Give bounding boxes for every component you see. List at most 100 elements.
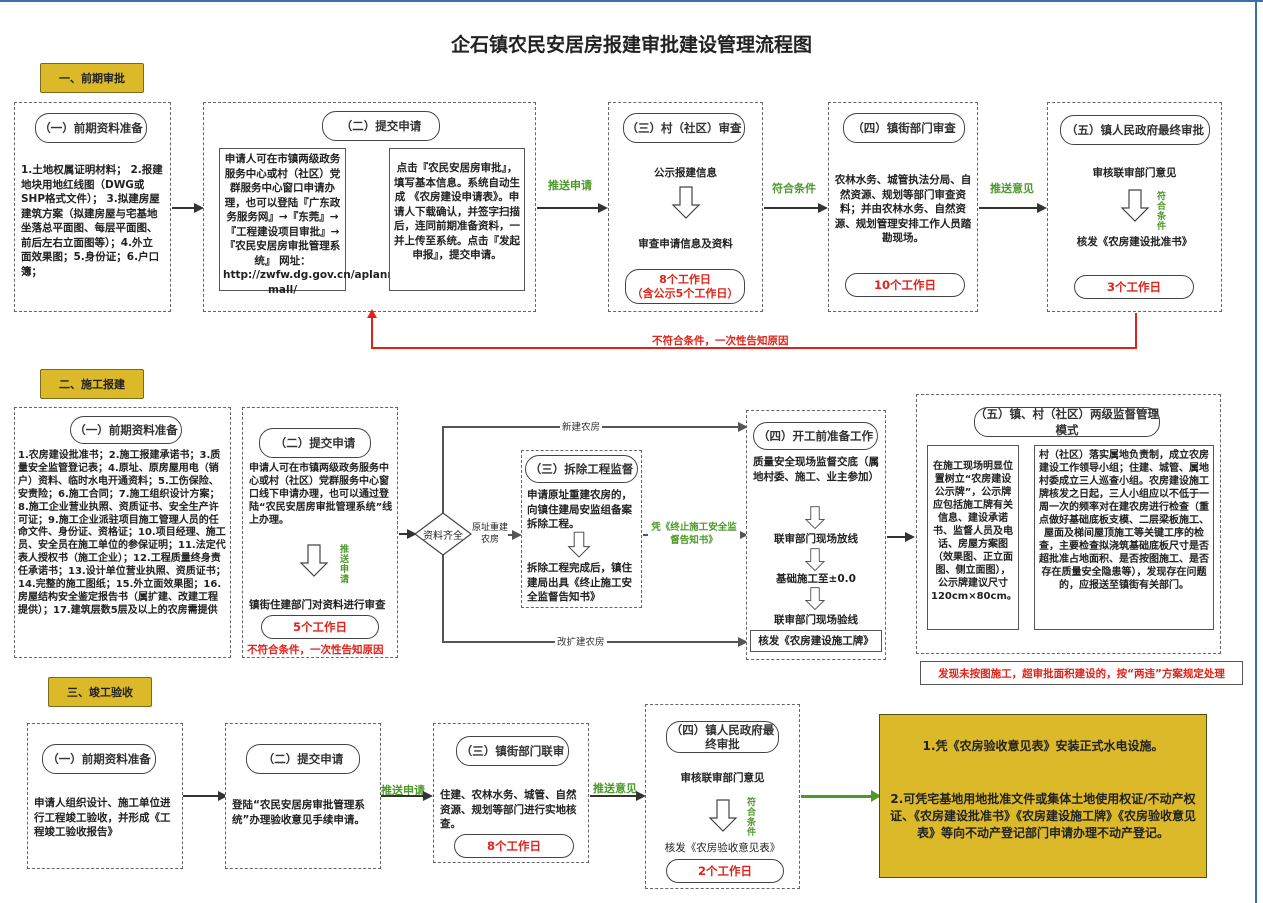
s3-step1-title: （一）前期资料准备 — [42, 744, 156, 774]
s1-step1-body: 1.土地权属证明材料； 2.报建地块用地红线图（DWG或SHP格式文件）； 3.… — [21, 164, 163, 278]
down-arrow-icon — [804, 506, 826, 530]
s2-step3-line1: 申请原址重建农房的，向镇住建局安监组备案拆除工程。 — [527, 489, 632, 530]
s1-label-meets-conditions: 符合条件 — [772, 182, 816, 195]
s2-step1-title: （一）前期资料准备 — [70, 416, 182, 444]
s1-arrow-2-3 — [537, 207, 600, 209]
s2-step2-arrow-text: 推送申请 — [338, 544, 348, 584]
s2-step2-days: 5个工作日 — [261, 615, 379, 639]
s3-step4-days: 2个工作日 — [666, 859, 784, 883]
s2-warning: 发现未按图施工，超审批面积建设的，按“两违”方案规定处理 — [920, 661, 1243, 685]
s1-step4-title: （四）镇街部门审查 — [843, 113, 965, 143]
s2-step5-box: （五）镇、村（社区）两级监督管理模式 在施工现场明显位置树立“农房建设公示牌”，… — [916, 394, 1221, 654]
s2-step5-left-box: 在施工现场明显位置树立“农房建设公示牌”，公示牌应包括施工牌有关信息、建设承诺书… — [927, 445, 1019, 630]
decision-label: 资料齐全 — [423, 531, 463, 542]
s2-step4-item-3: 基础施工至±0.0 — [776, 573, 856, 585]
s3-step4-title: （四）镇人民政府最终审批 — [666, 721, 779, 753]
s1-step5-days: 3个工作日 — [1074, 275, 1194, 299]
arrowhead-icon — [194, 203, 204, 213]
s1-step5-condition: 符合条件 — [1155, 191, 1165, 231]
frame-border-right — [1255, 0, 1257, 903]
s2-arrow-4-5 — [887, 536, 907, 538]
s2-step4-box: （四）开工前准备工作 质量安全现场监督交底（属地村委、施工、业主参加） 联审部门… — [746, 410, 886, 660]
s1-step2-right-box: 点击『农民安居房审批』，填写基本信息。系统自动生成 《农房建设申请表》。申请人下… — [389, 148, 525, 291]
s3-step4-line2: 核发《农房验收意见表》 — [664, 842, 781, 854]
s2-arrow-2-decision — [399, 533, 409, 535]
s3-arrow-3-4 — [590, 795, 638, 797]
arrowhead-icon — [512, 530, 522, 540]
s1-step3-box: （三）村（社区）审查 公示报建信息 审查申请信息及资料 8个工作日 （含公示5个… — [608, 102, 763, 312]
arrowhead-icon — [407, 529, 417, 539]
s1-step5-line2: 核发《农房建设批准书》 — [1076, 236, 1193, 248]
s1-step5-line1: 审核联审部门意见 — [1092, 167, 1177, 179]
arrowhead-icon — [818, 203, 828, 213]
s1-step3-title: （三）村（社区）审查 — [623, 113, 745, 143]
s2-step1-box: （一）前期资料准备 1.农房建设批准书；2.施工报建承诺书；3.质量安全监管登记… — [14, 407, 231, 658]
arrowhead-icon — [738, 637, 748, 647]
s1-step4-box: （四）镇街部门审查 农林水务、城管执法分局、自然资源、规划等部门审查资料；并由农… — [828, 102, 978, 312]
s3-final-item-2: 2.可凭宅基地用地批准文件或集体土地使用权证/不动产权证、《农房建设批准书》《农… — [889, 792, 1196, 840]
down-arrow-icon — [804, 548, 826, 572]
s1-arrow-1-2 — [172, 207, 196, 209]
s2-step4-title: （四）开工前准备工作 — [753, 422, 878, 450]
s1-step3-days-pill: 8个工作日 （含公示5个工作日） — [625, 269, 745, 304]
s2-step4-item-1: 质量安全现场监督交底（属地村委、施工、业主参加） — [753, 456, 879, 483]
s3-step1-body: 申请人组织设计、施工单位进行工程竣工验收，并形成《工程竣工验收报告》 — [34, 797, 171, 838]
s3-final-box: 1.凭《农房验收意见表》安装正式水电设施。 2.可凭宅基地用地批准文件或集体土地… — [879, 714, 1207, 878]
arrowhead-icon — [871, 790, 881, 802]
s2-step2-body: 申请人可在市镇两级政务服务中心或村（社区）党群服务中心窗口线下申请办理，也可以通… — [249, 463, 393, 526]
arrowhead-icon — [423, 791, 433, 801]
s1-step3-days: 8个工作日 — [659, 272, 711, 286]
s3-final-item-1: 1.凭《农房验收意见表》安装正式水电设施。 — [922, 739, 1164, 753]
s3-label-push-application: 推送申请 — [381, 784, 425, 797]
s1-step2-left-box: 申请人可在市镇两级政务服务中心或村（社区）党群服务中心窗口申请办理，也可以登陆『… — [219, 148, 412, 296]
down-arrow-icon — [567, 531, 591, 558]
arrowhead-icon — [1037, 203, 1047, 213]
s3-step2-body: 登陆“农民安居房审批管理系统”办理验收意见手续申请。 — [232, 799, 365, 826]
s3-arrow-4-final — [801, 795, 873, 798]
s3-step1-box: （一）前期资料准备 申请人组织设计、施工单位进行工程竣工验收，并形成《工程竣工验… — [27, 723, 183, 869]
s1-step3-line2: 审查申请信息及资料 — [638, 238, 733, 250]
arrowhead-icon — [738, 530, 748, 540]
s2-step3-box: （三）拆除工程监督 申请原址重建农房的，向镇住建局安监组备案拆除工程。 拆除工程… — [521, 450, 642, 608]
s2-step2-title: （二）提交申请 — [259, 428, 371, 458]
section-label-construction: 二、施工报建 — [40, 369, 144, 399]
s1-feedback-line-left — [371, 316, 373, 348]
s2-step5-right-box: 村（社区）落实属地负责制，成立农房建设工作领导小组；住建、城管、属地村委成立三人… — [1034, 445, 1214, 630]
s2-step5-title: （五）镇、村（社区）两级监督管理模式 — [974, 407, 1160, 437]
s3-arrow-2-3 — [381, 795, 425, 797]
s1-step4-body: 农林水务、城管执法分局、自然资源、规划等部门审查资料；并由农林水务、自然资源、规… — [834, 174, 972, 244]
s2-step2-box: （二）提交申请 申请人可在市镇两级政务服务中心或村（社区）党群服务中心窗口线下申… — [242, 407, 398, 658]
s3-step2-title: （二）提交申请 — [246, 744, 360, 774]
s3-step3-title: （三）镇街部门联审 — [456, 736, 569, 766]
section-label-preapproval: 一、前期审批 — [40, 63, 144, 93]
s1-arrow-4-5 — [979, 207, 1039, 209]
s3-step4-line1: 审核联审部门意见 — [680, 772, 765, 784]
s1-feedback-line-bottom — [371, 347, 1137, 349]
s3-step3-body: 住建、农林水务、城管、自然资源、规划等部门进行实地核查。 — [440, 789, 577, 830]
s3-step4-condition: 符合条件 — [745, 797, 755, 837]
s2-step4-issue: 核发《农房建设施工牌》 — [750, 630, 882, 652]
s1-label-push-application: 推送申请 — [548, 179, 592, 192]
s1-step3-days-note: （含公示5个工作日） — [631, 286, 739, 300]
s1-arrow-3-4 — [764, 207, 820, 209]
s3-step4-box: （四）镇人民政府最终审批 审核联审部门意见 符合条件 核发《农房验收意见表》 2… — [645, 704, 800, 889]
s1-step5-box: （五）镇人民政府最终审批 审核联审部门意见 符合条件 核发《农房建设批准书》 3… — [1047, 102, 1222, 312]
down-arrow-icon — [299, 544, 329, 577]
branch-rebuild-label: 原址重建农房 — [472, 522, 509, 546]
frame-border-top — [0, 0, 1263, 2]
s3-label-push-opinion: 推送意见 — [593, 782, 637, 795]
page-title: 企石镇农民安居房报建审批建设管理流程图 — [450, 34, 812, 56]
down-arrow-icon — [1120, 189, 1150, 222]
s2-label-certificate: 凭《终止施工安全监督告知书》 — [648, 521, 740, 547]
s2-step3-line2: 拆除工程完成后，镇住建局出具《终止施工安全监督告知书》 — [527, 562, 632, 603]
s1-step5-title: （五）镇人民政府最终审批 — [1060, 115, 1210, 145]
down-arrow-icon — [804, 587, 826, 611]
s3-step3-days: 8个工作日 — [454, 834, 574, 858]
s1-label-push-opinion: 推送意见 — [990, 182, 1034, 195]
branch-expand-label: 改扩建农房 — [555, 634, 607, 648]
s2-step3-title: （三）拆除工程监督 — [525, 455, 638, 483]
s1-step1-title: （一）前期资料准备 — [35, 113, 147, 143]
section-label-completion: 三、竣工验收 — [48, 677, 152, 707]
s1-feedback-label: 不符合条件，一次性告知原因 — [652, 335, 789, 347]
s3-step2-box: （二）提交申请 登陆“农民安居房审批管理系统”办理验收意见手续申请。 — [225, 723, 381, 869]
